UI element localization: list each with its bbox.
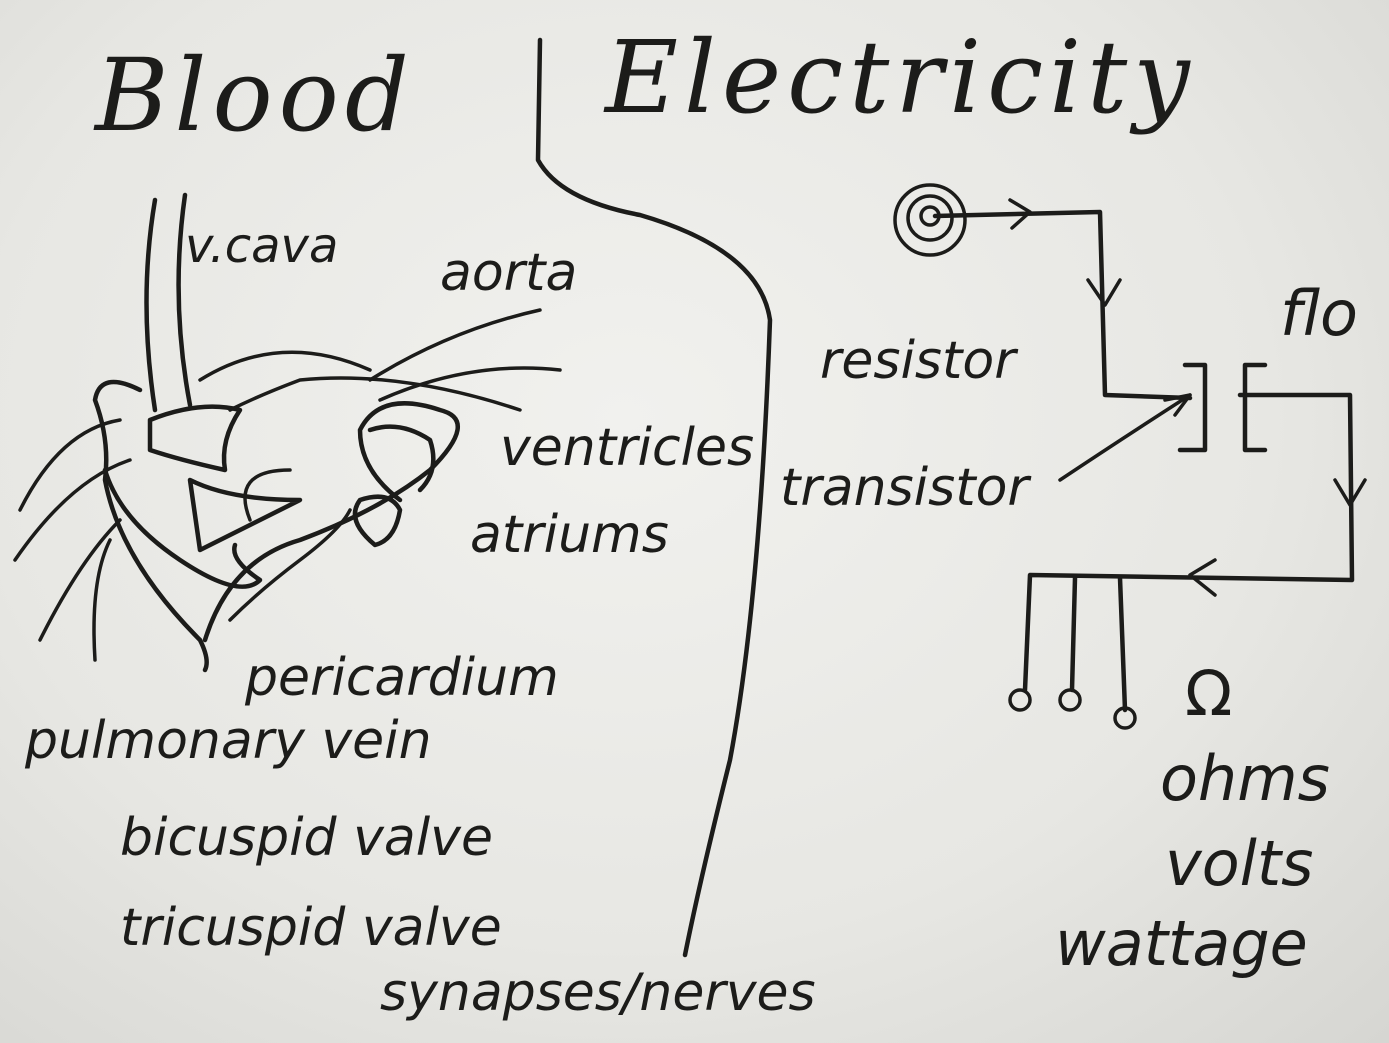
circuit-sketch: [893, 183, 1367, 730]
label-volts: volts: [1165, 827, 1313, 900]
label-transistor: transistor: [780, 458, 1032, 518]
label-ohms: ohms: [1160, 742, 1330, 815]
label-resistor: resistor: [820, 331, 1019, 391]
ohm-symbol: Ω: [1185, 657, 1232, 730]
title-blood: Blood: [93, 37, 415, 154]
label-atriums: atriums: [470, 505, 669, 565]
label-pulmonary-vein: pulmonary vein: [24, 711, 432, 771]
source-icon: [893, 183, 967, 257]
label-bicuspid-valve: bicuspid valve: [120, 808, 493, 868]
title-electricity: Electricity: [603, 19, 1196, 136]
label-tricuspid-valve: tricuspid valve: [120, 898, 502, 958]
heart-sketch: [13, 192, 562, 673]
label-synapses-nerves: synapses/nerves: [380, 963, 816, 1023]
label-wattage: wattage: [1055, 907, 1308, 980]
divider-line: [535, 37, 773, 958]
label-aorta: aorta: [440, 243, 577, 303]
label-vena-cava: v.cava: [185, 218, 338, 274]
label-flow: flo: [1280, 277, 1358, 350]
label-pericardium: pericardium: [244, 648, 559, 708]
label-ventricles: ventricles: [500, 418, 754, 478]
